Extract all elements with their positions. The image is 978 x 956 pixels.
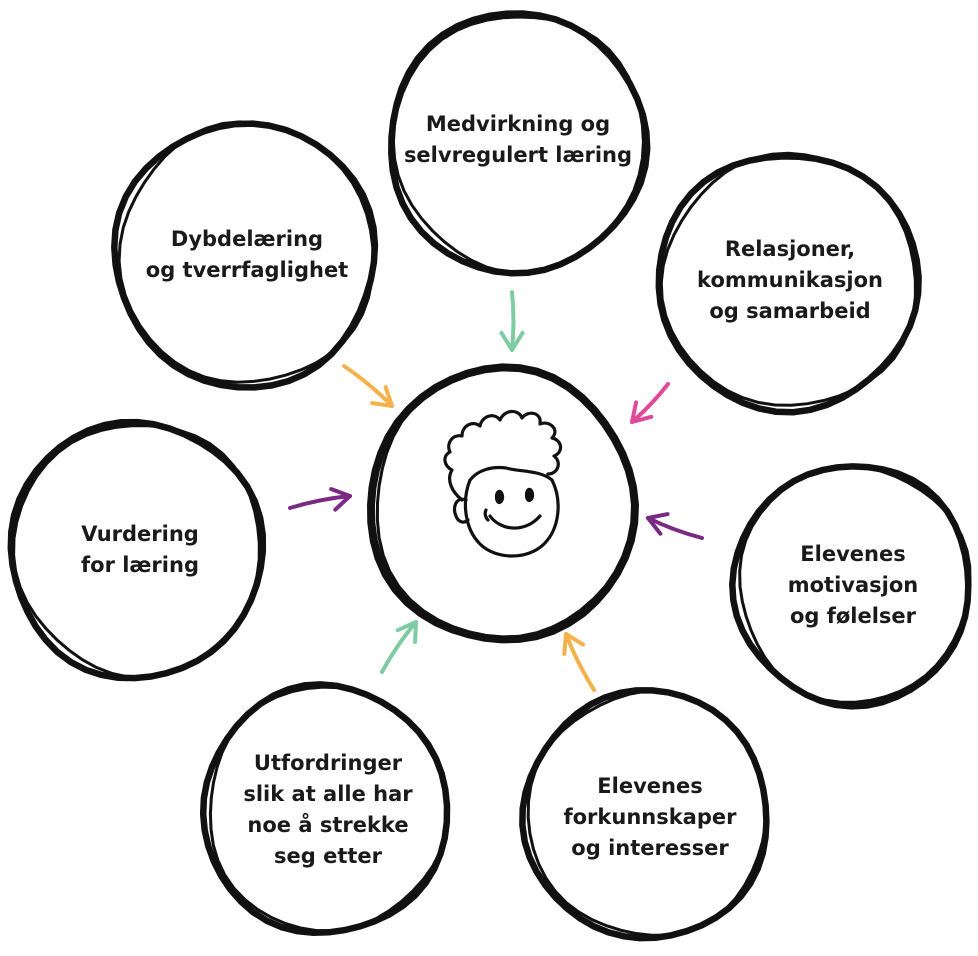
node-utfordringer-ring — [199, 681, 451, 936]
node-dybdelaering-ring — [111, 120, 379, 391]
node-medvirkning-ring — [388, 10, 651, 277]
arrow-motivasjon — [646, 512, 704, 540]
node-relasjoner-ring — [655, 151, 922, 416]
arrow-relasjoner — [630, 382, 670, 424]
arrow-forkunnskaper — [562, 632, 596, 692]
center-ring — [366, 363, 639, 644]
child-face-icon — [443, 409, 563, 558]
arrow-dybdelaering — [342, 364, 394, 408]
node-forkunnskaper-ring — [519, 687, 770, 942]
node-vurdering-ring — [7, 418, 267, 682]
arrow-vurdering — [288, 487, 352, 512]
arrow-utfordringer — [380, 620, 418, 674]
node-motivasjon-ring — [729, 463, 972, 710]
arrow-medvirkning — [499, 290, 525, 352]
